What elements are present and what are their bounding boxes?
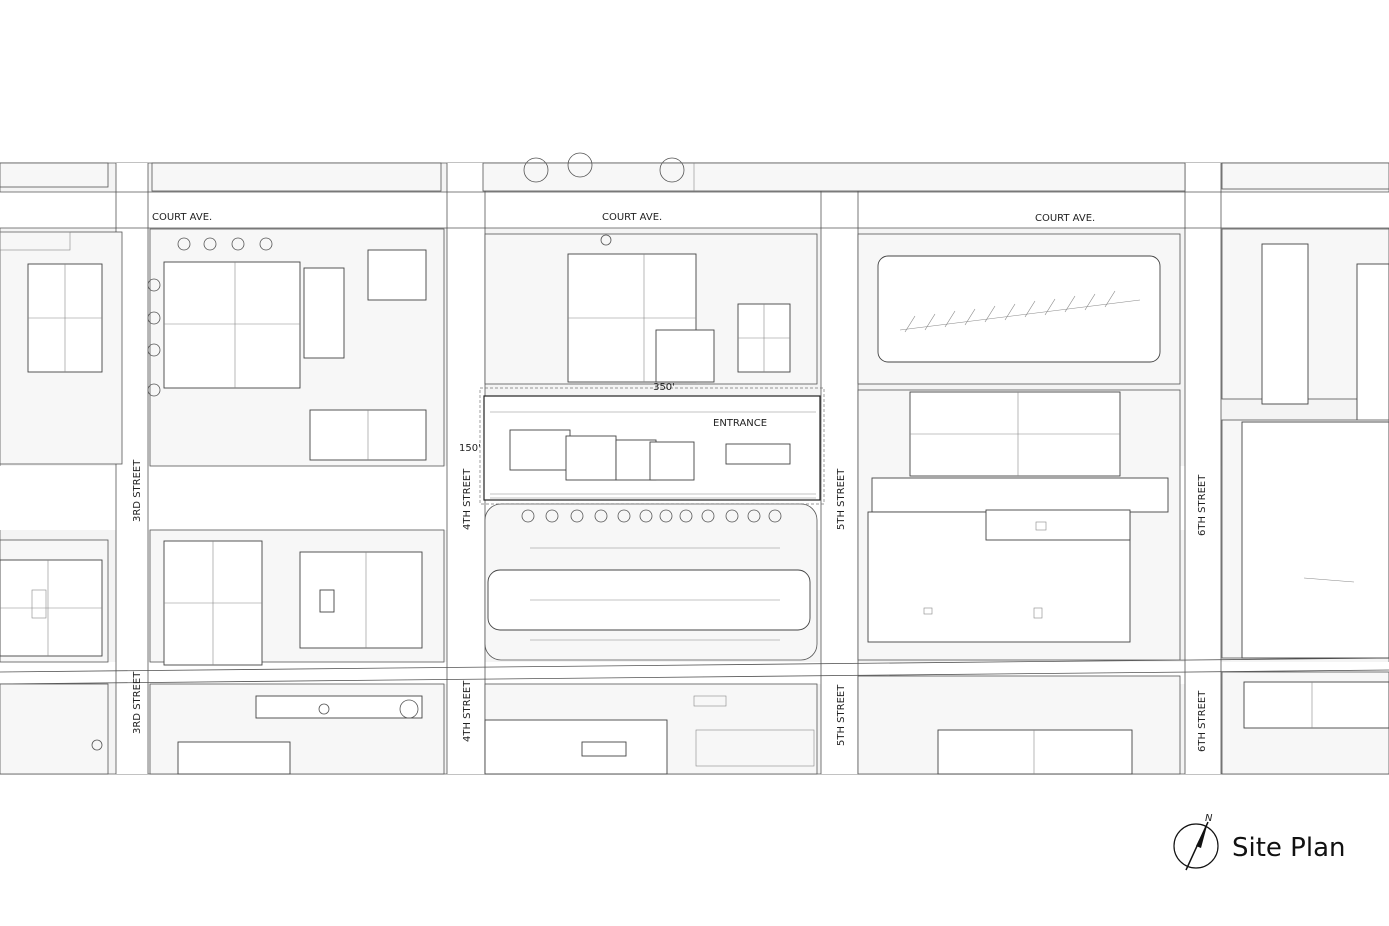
project-site bbox=[479, 387, 825, 505]
block-b bbox=[147, 228, 445, 467]
top-strip-block bbox=[0, 162, 109, 188]
fourth-street-label: 4TH STREET bbox=[462, 468, 473, 530]
site-depth-dimension: 150' bbox=[459, 443, 481, 454]
tree bbox=[523, 157, 549, 183]
fourth-street-road bbox=[447, 163, 485, 774]
block-j bbox=[1221, 419, 1389, 659]
fifth-street-label: 5TH STREET bbox=[836, 468, 847, 530]
court-ave-label: COURT AVE. bbox=[152, 212, 212, 223]
parking-stripes-d bbox=[904, 290, 1116, 333]
tree bbox=[659, 157, 685, 183]
fourth-street-label: 4TH STREET bbox=[462, 680, 473, 742]
third-street-label: 3RD STREET bbox=[132, 459, 143, 522]
top-strip-block bbox=[151, 162, 442, 192]
sixth-street-label: 6TH STREET bbox=[1197, 474, 1208, 536]
block-g bbox=[149, 529, 445, 666]
block-a bbox=[0, 231, 123, 465]
block-f bbox=[484, 503, 818, 661]
entrance-label: ENTRANCE bbox=[713, 418, 767, 429]
court-ave-label: COURT AVE. bbox=[1035, 213, 1095, 224]
sixth-street-label: 6TH STREET bbox=[1197, 690, 1208, 752]
sixth-street-road bbox=[1185, 163, 1221, 774]
bottom-blocks bbox=[0, 671, 1389, 775]
top-strip-block bbox=[482, 162, 1186, 192]
fifth-street-road bbox=[821, 163, 858, 774]
site-width-dimension: 350' bbox=[653, 382, 675, 393]
block-h bbox=[0, 539, 109, 663]
north-label: N bbox=[1205, 813, 1213, 824]
court-ave-road bbox=[0, 192, 1389, 228]
north-arrow-icon bbox=[1173, 821, 1219, 871]
page-title: Site Plan bbox=[1232, 833, 1346, 863]
tree bbox=[567, 152, 593, 178]
block-c bbox=[484, 233, 818, 385]
top-strip-block bbox=[1221, 162, 1389, 190]
court-ave-label: COURT AVE. bbox=[602, 212, 662, 223]
block-i bbox=[857, 389, 1181, 661]
third-street-label: 3RD STREET bbox=[132, 671, 143, 734]
fifth-street-label: 5TH STREET bbox=[836, 684, 847, 746]
block-d bbox=[857, 233, 1181, 385]
block-e bbox=[1221, 228, 1389, 425]
